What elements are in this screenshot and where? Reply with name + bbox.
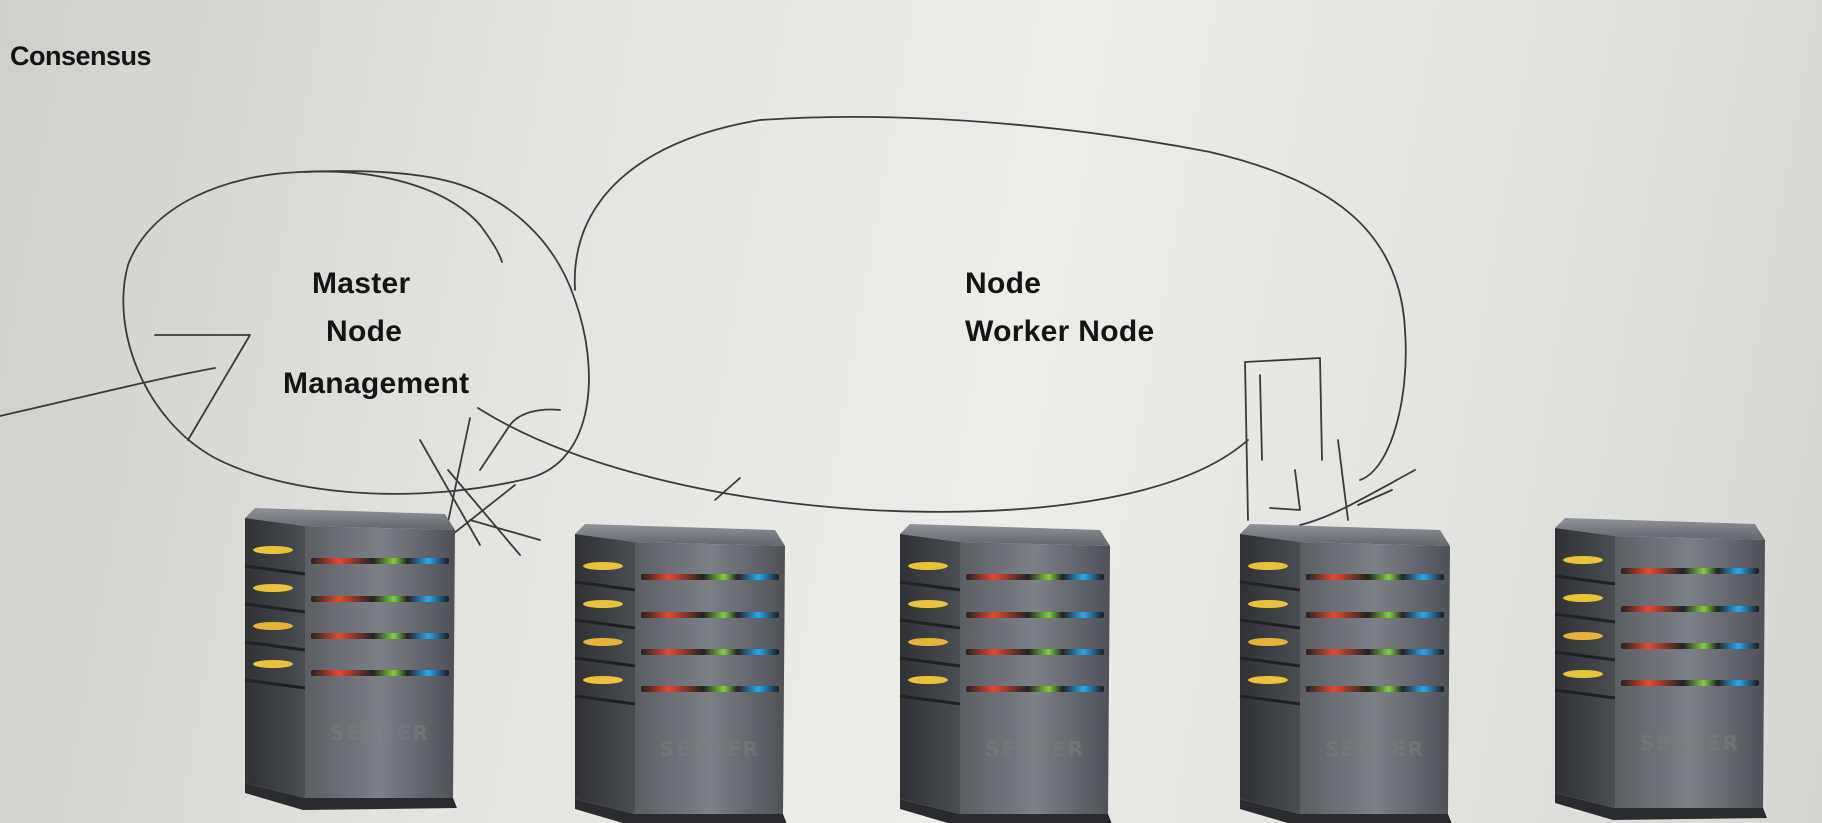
server-4 xyxy=(1238,522,1454,823)
worker-loop xyxy=(573,116,1407,481)
master-label-line3: Management xyxy=(283,367,470,400)
master-circle xyxy=(122,170,590,495)
master-label-line1: Master xyxy=(312,267,411,300)
scribble-master xyxy=(419,408,561,561)
bottom-tick xyxy=(714,477,741,501)
server-2 xyxy=(573,522,789,823)
master-label-line2: Node xyxy=(326,315,403,348)
arrow-hook xyxy=(154,334,251,441)
slide-title: Consensus xyxy=(10,41,152,71)
bottom-connection xyxy=(477,407,1249,513)
worker-label-line1: Node xyxy=(965,267,1042,300)
worker-bracket xyxy=(1244,357,1393,521)
master-circle-overlap xyxy=(304,170,503,263)
server-3 xyxy=(898,522,1114,823)
worker-loop-arrow xyxy=(1299,469,1416,526)
worker-label-line2: Worker Node xyxy=(965,315,1155,348)
server-text: SERVER xyxy=(330,721,430,745)
server-led-rows xyxy=(244,546,449,690)
server-5 xyxy=(1553,516,1769,822)
server-1: SERVER xyxy=(244,508,457,810)
incoming-arrow xyxy=(0,367,216,417)
